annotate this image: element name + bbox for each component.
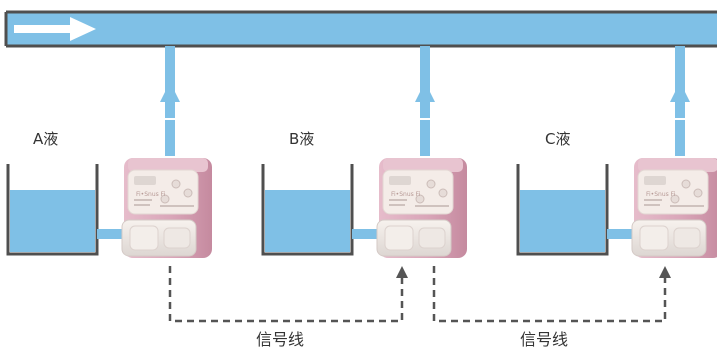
pump-b: Fi•Snus Fi <box>376 158 467 258</box>
pump-knob <box>438 188 448 198</box>
pump-display-text: Fi•Snus Fi <box>646 191 676 198</box>
pump-knob <box>426 179 436 189</box>
unit-c: Fi•Snus Fi <box>516 46 717 258</box>
arrow-up-icon <box>160 82 180 102</box>
pump-knob <box>670 194 680 204</box>
signal-line-label-1: 信号线 <box>256 330 305 349</box>
main-pipe <box>4 10 717 48</box>
pump-display <box>644 176 666 185</box>
signal-lines <box>168 266 667 323</box>
tank-b <box>261 164 354 256</box>
pump-knob <box>160 194 170 204</box>
pump-head-valve <box>129 225 159 251</box>
discharge-riser-b <box>420 120 430 156</box>
arrow-up-icon <box>396 266 408 278</box>
pump-knob <box>693 188 703 198</box>
tank-b-label: B液 <box>289 130 315 148</box>
pump-head-valve <box>639 225 669 251</box>
discharge-riser-c <box>675 120 685 156</box>
signal-line-2 <box>432 266 667 323</box>
pump-knob <box>171 179 181 189</box>
tank-c <box>516 164 609 256</box>
suction-pipe-a <box>97 229 123 239</box>
tank-a-liquid <box>10 190 95 252</box>
arrow-up-icon <box>659 266 671 278</box>
pump-head-valve <box>163 227 191 249</box>
unit-a: Fi•Snus Fi <box>6 46 212 258</box>
tank-a <box>6 164 99 256</box>
discharge-riser-a <box>165 120 175 156</box>
pump-c: Fi•Snus Fi <box>631 158 717 258</box>
arrow-right-icon <box>14 17 96 41</box>
pump-display <box>389 176 411 185</box>
pump-knob <box>183 188 193 198</box>
tank-c-liquid <box>520 190 605 252</box>
suction-pipe-b <box>352 229 378 239</box>
pump-top <box>128 158 208 172</box>
unit-b: Fi•Snus Fi <box>261 46 467 258</box>
pump-knob <box>415 194 425 204</box>
pump-top <box>383 158 463 172</box>
pump-display-text: Fi•Snus Fi <box>136 191 166 198</box>
arrow-up-icon <box>670 82 690 102</box>
tank-b-liquid <box>265 190 350 252</box>
signal-line-label-2: 信号线 <box>520 330 569 349</box>
tank-a-label: A液 <box>33 130 59 148</box>
pump-a: Fi•Snus Fi <box>121 158 212 258</box>
suction-pipe-c <box>607 229 633 239</box>
signal-line-1 <box>168 266 404 323</box>
pump-top <box>638 158 717 172</box>
arrow-up-icon <box>415 82 435 102</box>
tank-c-label: C液 <box>545 130 571 148</box>
pump-display <box>134 176 156 185</box>
pump-head-valve <box>673 227 701 249</box>
pump-head-valve <box>384 225 414 251</box>
pump-display-text: Fi•Snus Fi <box>391 191 421 198</box>
pump-head-valve <box>418 227 446 249</box>
pump-knob <box>681 179 691 189</box>
